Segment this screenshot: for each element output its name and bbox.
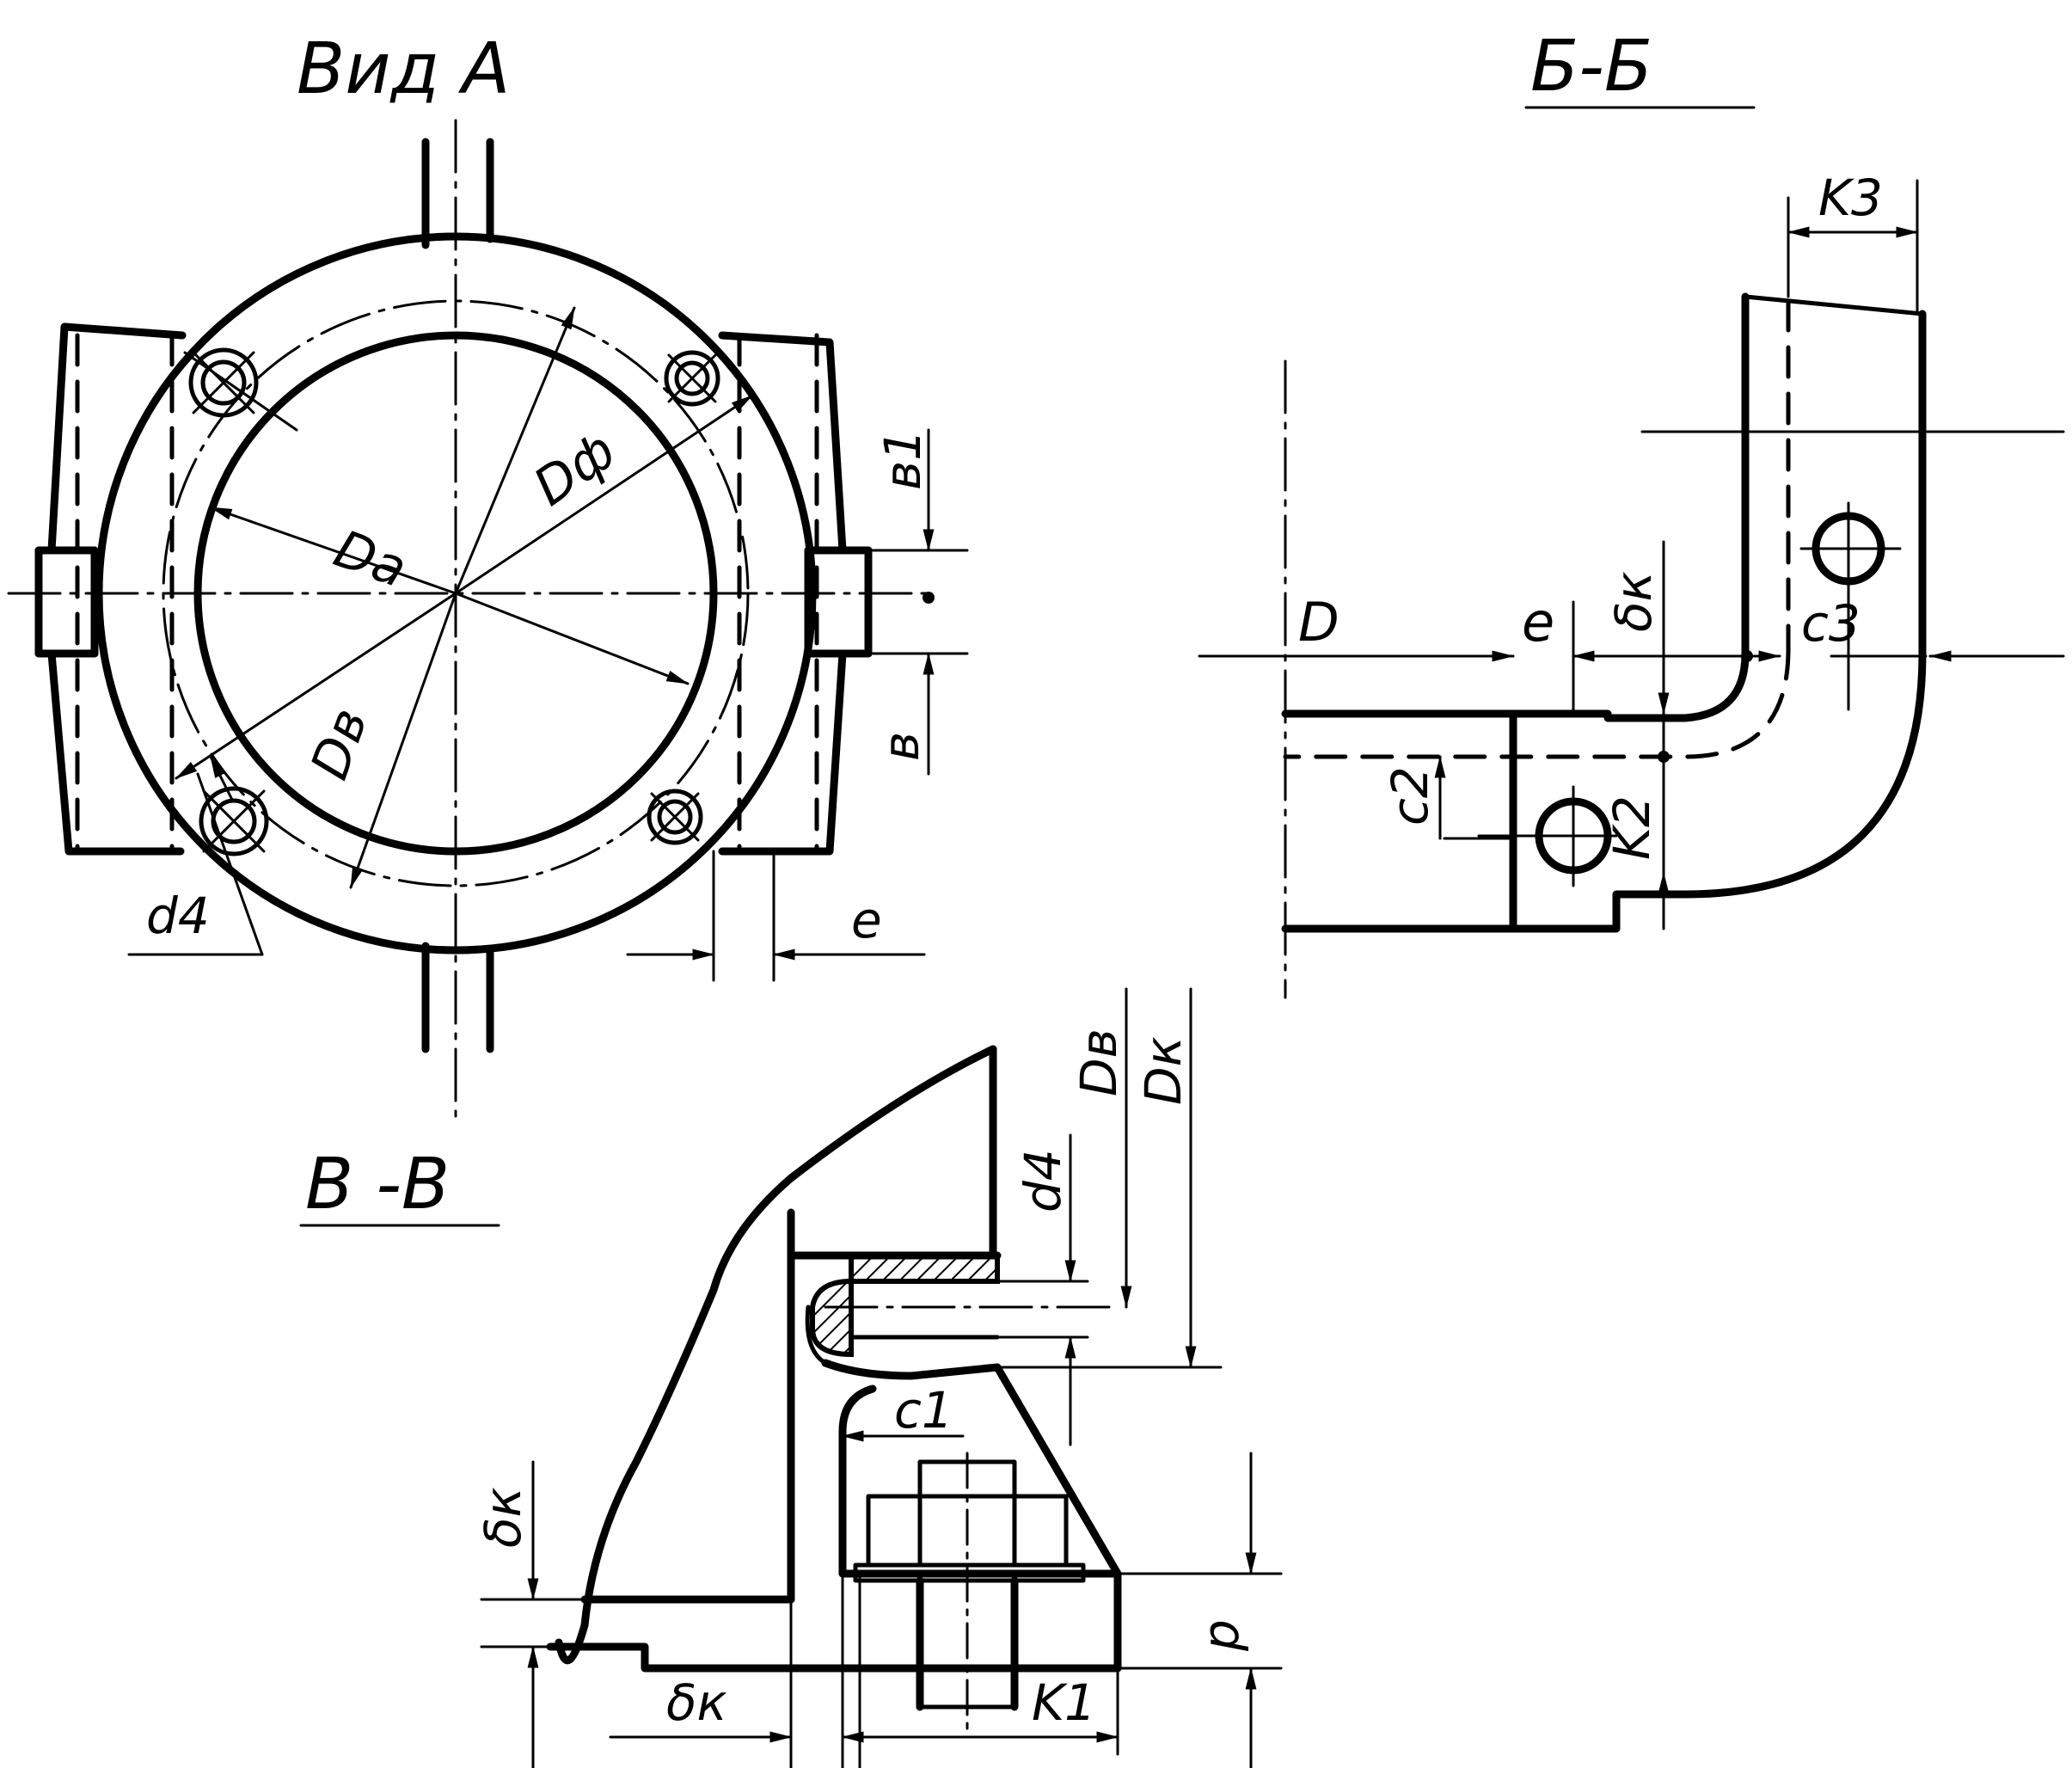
vv-label-d4: d4: [1014, 1149, 1072, 1212]
vv-label-dk-left: δк: [474, 1487, 532, 1548]
vv-p-dimension: [1116, 1452, 1283, 1768]
vv-label-k1: K1: [1032, 1673, 1096, 1732]
section-vv: В -В: [299, 987, 1283, 1768]
bb-label-k3: K3: [1818, 169, 1883, 227]
label-b: в: [872, 732, 930, 761]
shaft-top: [421, 138, 494, 249]
vv-label-dv: Dв: [1070, 1028, 1128, 1096]
bb-label-d: D: [1298, 591, 1339, 654]
bb-hole-upper: [1799, 501, 1902, 711]
left-lug: [34, 322, 187, 856]
da-dimension-line: [209, 506, 457, 595]
d4-diagonal: [175, 592, 457, 780]
bolt-hole-bottom-left: [199, 786, 269, 856]
view-a: Вид А: [7, 28, 969, 1120]
bb-k3-dimension: [1787, 179, 1919, 316]
section-vv-title: В -В: [305, 1144, 450, 1225]
label-dv: Dв: [299, 701, 380, 788]
bb-label-dk: δк: [1604, 571, 1663, 632]
bolt-hole-top-left: [188, 347, 259, 418]
b-dimension: [824, 428, 969, 776]
bolt-hole-top-right: [664, 350, 720, 407]
label-b1: в1: [874, 429, 932, 490]
bb-label-c3: c3: [1801, 594, 1861, 653]
section-bb-title: Б-Б: [1530, 26, 1652, 107]
vv-label-c1: c1: [894, 1381, 953, 1440]
vv-bolt-nut: [838, 1452, 1122, 1768]
bb-lower-plate: [1281, 709, 1638, 933]
bb-label-k2: K2: [1603, 795, 1661, 860]
label-df: Dф: [523, 421, 626, 518]
bolt-hole-bottom-right: [647, 789, 703, 845]
d4-dimension: [127, 755, 264, 956]
vv-label-dk-bottom: δк: [666, 1673, 727, 1732]
bolt-leader-top-left: [183, 351, 298, 432]
bb-hole-lower: [1477, 785, 1618, 887]
vv-label-p: p: [1192, 1619, 1250, 1652]
view-a-title: Вид А: [297, 28, 510, 110]
bb-main-dim-line: [1198, 650, 2065, 662]
vv-bottom-dimensions: [609, 1572, 1119, 1768]
vv-d4-dimension: [996, 1133, 1089, 1446]
vv-label-dk-big: Dк: [1134, 1036, 1192, 1105]
bb-c2-dimension: [1434, 755, 1515, 840]
label-e-view-a: e: [851, 891, 882, 949]
vv-dk-big-dimension: [996, 987, 1223, 1369]
e-dimension: [626, 850, 926, 982]
bb-label-c2: c2: [1381, 766, 1439, 826]
section-bb: Б-Б: [1198, 26, 2065, 999]
bb-label-e: e: [1522, 591, 1554, 654]
df-dimension-line: [454, 306, 576, 595]
vv-dk-left-dimension: [480, 1460, 793, 1768]
label-da: Da: [327, 519, 414, 599]
bb-dk-dimension: [1658, 540, 1670, 930]
dv-dimension-line-2: [454, 592, 690, 685]
shaft-bottom: [421, 942, 494, 1053]
dv-dimension-line: [349, 592, 457, 889]
label-d4: d4: [146, 887, 210, 945]
vv-flange-hatched: [787, 1251, 1111, 1366]
df-dimension-line-2: [454, 394, 754, 595]
